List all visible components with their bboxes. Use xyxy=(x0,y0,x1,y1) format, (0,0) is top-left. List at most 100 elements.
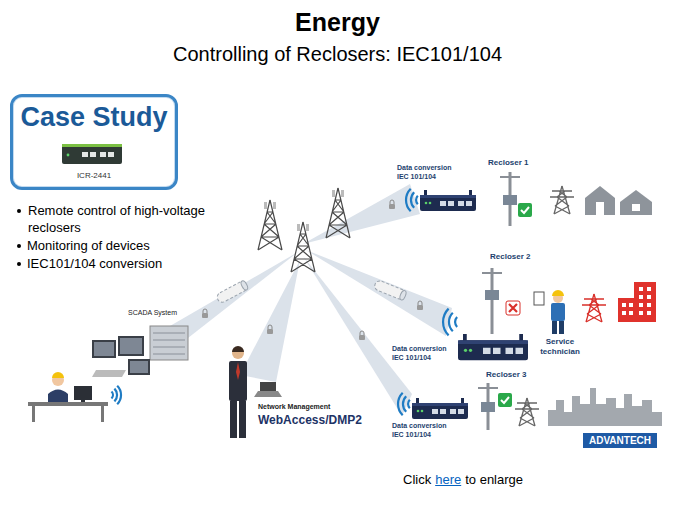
cell-tower xyxy=(291,222,315,272)
window xyxy=(647,295,651,299)
house-door xyxy=(596,202,604,215)
link-text: to enlarge xyxy=(465,472,523,487)
lock-icon xyxy=(359,331,365,340)
house xyxy=(620,190,652,215)
page-title: Energy xyxy=(0,8,675,37)
window xyxy=(647,303,651,307)
data-capsule xyxy=(216,280,249,304)
case-study-heading: Case Study xyxy=(20,102,167,133)
crossarm xyxy=(482,272,502,274)
laptop-base xyxy=(254,391,282,397)
tie xyxy=(236,362,240,380)
lock-icon xyxy=(267,325,273,334)
window xyxy=(639,311,643,315)
manager-figure xyxy=(229,346,247,438)
window xyxy=(647,287,651,291)
router-stripe xyxy=(62,144,122,147)
cell-tower xyxy=(258,200,282,250)
radio-beam xyxy=(240,260,300,382)
bullet-dot xyxy=(17,244,21,248)
router-port xyxy=(90,152,96,157)
window xyxy=(639,287,643,291)
data-capsule xyxy=(373,279,407,300)
router-icon xyxy=(458,334,528,360)
city-skyline xyxy=(548,388,662,426)
recloser-device xyxy=(481,402,495,412)
cell-tower xyxy=(326,188,350,238)
crossarm xyxy=(478,387,498,389)
window xyxy=(639,303,643,307)
leg xyxy=(559,321,564,334)
recloser-label: Recloser 1 xyxy=(488,158,528,167)
hard-hat xyxy=(52,372,64,378)
device-caption: Data conversion IEC 101/104 xyxy=(392,422,456,439)
computer-monitors xyxy=(92,336,150,377)
radio-beams xyxy=(170,184,452,416)
recloser-device xyxy=(503,195,517,205)
router-port xyxy=(108,152,114,157)
monitor xyxy=(92,340,116,358)
person-label: Service technician xyxy=(533,337,587,356)
window xyxy=(639,295,643,299)
capsule-body xyxy=(373,279,406,300)
scada-rack xyxy=(150,326,188,360)
router-led xyxy=(67,154,70,157)
operator-figure xyxy=(28,372,108,422)
lock-icon xyxy=(389,200,395,209)
power-pylon xyxy=(515,398,539,426)
window xyxy=(622,303,626,307)
suit xyxy=(229,361,247,401)
body xyxy=(551,303,565,321)
router-port xyxy=(82,152,88,157)
wireless-arc xyxy=(443,309,457,336)
capsule-end xyxy=(399,290,407,301)
window xyxy=(629,303,633,307)
bullet-text: Remote control of high-voltage reclosers xyxy=(28,202,233,236)
fault-x xyxy=(509,304,517,312)
window xyxy=(629,311,633,315)
desk-monitor xyxy=(74,386,92,400)
hair xyxy=(232,346,244,352)
leg xyxy=(230,401,237,438)
product-name: WebAccess/DMP2 xyxy=(258,413,362,427)
radio-beam xyxy=(170,252,298,338)
radio-beam xyxy=(303,256,412,416)
ok-check xyxy=(498,393,512,407)
keyboard xyxy=(92,370,126,377)
screen xyxy=(120,338,142,354)
house xyxy=(585,186,615,215)
head xyxy=(232,347,244,359)
building xyxy=(618,298,636,322)
house-window xyxy=(632,204,640,211)
device-caption: Data conversion IEC 101/104 xyxy=(392,345,456,362)
rack-slots xyxy=(153,333,185,354)
desk-leg xyxy=(101,406,104,422)
device-caption: Data conversion IEC 101/104 xyxy=(397,164,461,181)
monitor-stand xyxy=(81,400,85,402)
bullet-text: IEC101/104 conversion xyxy=(27,255,162,272)
ok-check xyxy=(518,203,532,217)
wireless-arc xyxy=(112,386,122,404)
subtitle: Controlling of Reclosers: IEC101/104 xyxy=(0,43,675,66)
recloser-label: Recloser 2 xyxy=(490,252,530,261)
router-icon xyxy=(420,190,476,211)
laptop-screen xyxy=(260,382,276,391)
leg xyxy=(239,401,246,438)
leg xyxy=(552,321,557,334)
desk-leg xyxy=(32,406,35,422)
system-label: SCADA System xyxy=(128,309,177,316)
case-study-box: Case StudyICR-2441 xyxy=(10,94,178,190)
capsule-body xyxy=(216,280,249,304)
wireless-arcs xyxy=(112,189,458,416)
lock-icon xyxy=(202,309,208,318)
fault-mark xyxy=(506,301,520,315)
window xyxy=(647,311,651,315)
router-photo xyxy=(62,144,122,164)
meter-box xyxy=(534,292,544,305)
wireless-arc xyxy=(406,189,418,212)
radio-beam xyxy=(303,184,420,244)
monitor xyxy=(128,359,150,375)
building xyxy=(634,282,656,322)
router-icon xyxy=(412,398,468,419)
